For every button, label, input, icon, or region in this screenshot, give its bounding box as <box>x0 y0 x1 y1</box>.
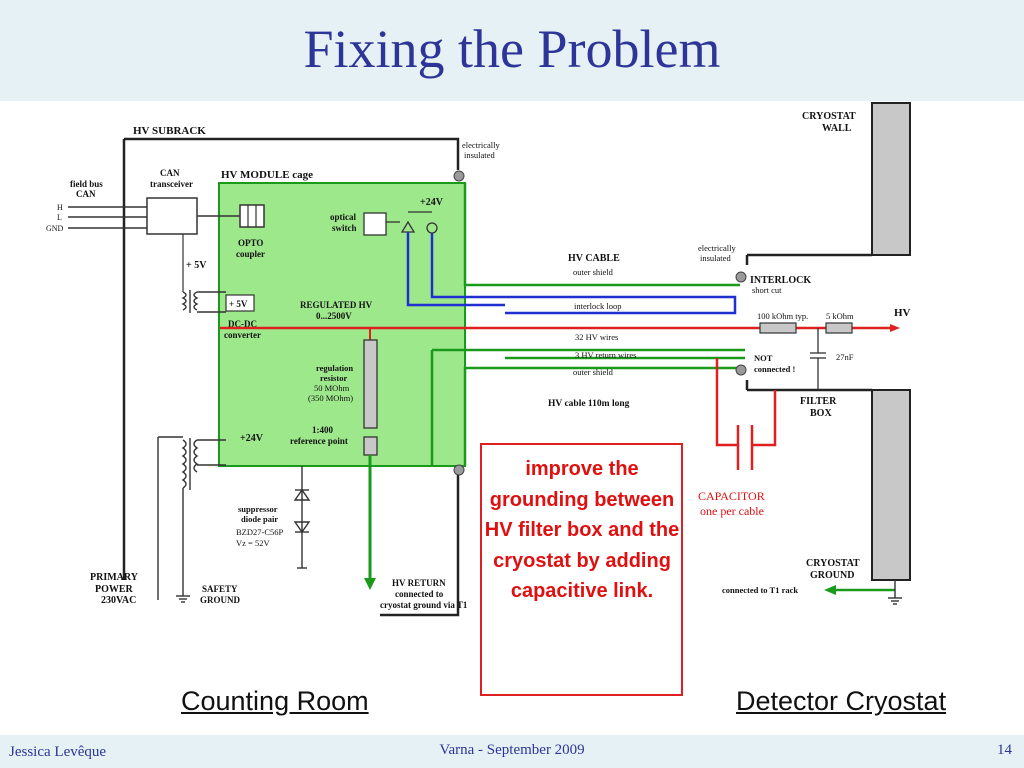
insulator-top <box>453 170 465 182</box>
short-cut-label: short cut <box>752 285 782 295</box>
dcdc-transformer-right <box>193 291 199 311</box>
outer-shield-top-label: outer shield <box>573 267 614 277</box>
power-transformer-right <box>193 439 199 473</box>
outer-shield-top <box>463 183 740 287</box>
resistor-100k-label: 100 kOhm typ. <box>757 311 808 321</box>
outer-shield-bottom-label: outer shield <box>573 367 614 377</box>
filter-box-outline <box>745 253 872 392</box>
note-box <box>480 443 683 696</box>
note-text: improve the grounding between HV filter … <box>484 458 680 602</box>
cryostat-wall-lower <box>871 389 911 581</box>
regulation-resistor <box>363 339 378 429</box>
hv-subrack-outline <box>122 137 460 617</box>
interlock-loop-label: interlock loop <box>574 301 621 311</box>
footer-author: Jessica Levêque <box>9 744 107 760</box>
plus5v-box <box>225 294 255 312</box>
opto-coupler-box <box>239 204 265 228</box>
hv-wires-label: 32 HV wires <box>575 332 618 342</box>
interlock-label: INTERLOCK <box>750 275 811 286</box>
can-transceiver-box <box>146 197 198 235</box>
insulator-filter-bottom <box>735 364 747 376</box>
cap-27nf-label: 27nF <box>836 352 854 362</box>
interlock-wire-2 <box>430 233 505 299</box>
resistor-5k-label: 5 kOhm <box>826 311 854 321</box>
connected-t1-label: connected to T1 rack <box>722 585 798 595</box>
hv-subrack-label: HV SUBRACK <box>133 125 206 137</box>
hv-module-cage-label: HV MODULE cage <box>221 169 313 181</box>
reference-point-resistor <box>363 436 378 456</box>
detector-cryostat-label: Detector Cryostat <box>736 686 947 716</box>
insulator-filter-top <box>735 271 747 283</box>
plus24v-label-top: +24V <box>420 197 444 208</box>
interlock-cable-1 <box>505 295 737 300</box>
counting-room-label: Counting Room <box>181 686 369 716</box>
plus24v-label-bottom: +24V <box>240 433 264 444</box>
optical-switch-box <box>363 212 387 236</box>
capacitor-link-wire-right <box>752 390 777 447</box>
resistor-100k <box>759 322 797 334</box>
hv-module-cage <box>218 182 466 467</box>
outer-shield-bottom <box>463 366 740 466</box>
hv-cable-length-label: HV cable 110m long <box>548 399 630 409</box>
capacitor-link-wire-left <box>715 358 738 447</box>
interlock-wire-1 <box>406 232 505 307</box>
power-transformer-left <box>181 439 187 489</box>
hv-cable-label: HV CABLE <box>568 253 620 264</box>
plus5v-label-box: + 5V <box>229 299 248 309</box>
suppressor-diode-bottom <box>293 521 311 534</box>
cryostat-wall-upper <box>871 102 911 256</box>
bus-l-label: L <box>57 213 62 222</box>
dcdc-transformer-left <box>181 291 187 311</box>
footer-event: Varna - September 2009 <box>439 742 585 758</box>
bus-h-label: H <box>57 203 63 212</box>
interlock-cable-2 <box>505 300 737 315</box>
title-band <box>0 0 1024 101</box>
hv-output-label: HV <box>894 307 911 319</box>
bus-gnd-label: GND <box>46 224 64 233</box>
suppressor-diode-top <box>293 488 311 501</box>
plus5v-label-left: + 5V <box>186 260 207 271</box>
resistor-5k <box>825 322 853 334</box>
return-wires-label: 3 HV return wires <box>575 350 636 360</box>
slide-title: Fixing the Problem <box>303 19 721 79</box>
insulator-bottom <box>453 464 465 476</box>
page-number: 14 <box>997 742 1012 758</box>
footer-band <box>0 735 1024 768</box>
